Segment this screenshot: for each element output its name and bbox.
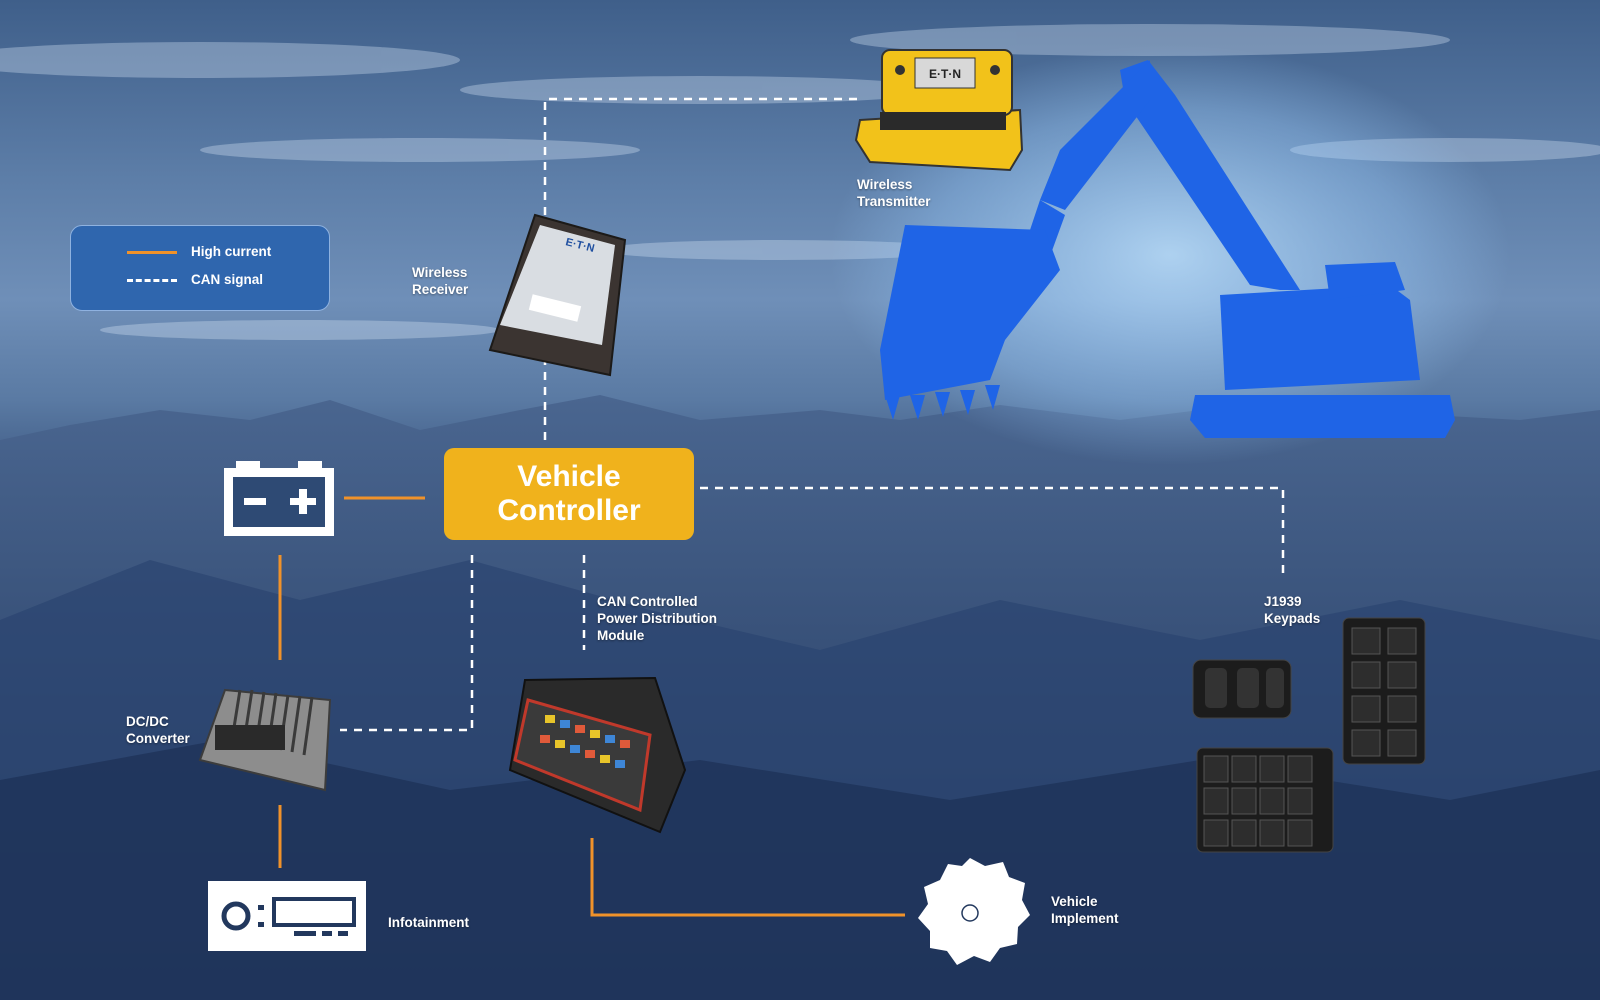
- legend: High current CAN signal: [70, 225, 330, 311]
- label-dcdc-converter: DC/DC Converter: [126, 714, 190, 746]
- label-vehicle-implement: Vehicle Implement: [1051, 894, 1119, 926]
- legend-high-current: High current: [127, 242, 327, 262]
- legend-swatch-solid: [127, 251, 177, 254]
- transmitter-brand: E·T·N: [929, 67, 961, 81]
- legend-swatch-dashed: [127, 279, 177, 282]
- vehicle-controller-box: Vehicle Controller: [444, 448, 694, 540]
- label-j1939-keypads: J1939 Keypads: [1264, 594, 1321, 626]
- label-infotainment: Infotainment: [388, 915, 469, 930]
- label-can-pdm: CAN Controlled Power Distribution Module: [597, 594, 718, 643]
- can-line-to-dcdc: [340, 555, 474, 732]
- legend-label-can-signal: CAN signal: [191, 272, 264, 287]
- legend-can-signal: CAN signal: [127, 270, 327, 290]
- legend-label-high-current: High current: [191, 244, 272, 259]
- power-line-pdm-implement: [590, 838, 905, 917]
- radio-icon: [208, 881, 366, 951]
- label-wireless-receiver: Wireless Receiver: [412, 265, 469, 297]
- vehicle-controller-label: Vehicle Controller: [497, 460, 641, 527]
- label-wireless-transmitter: Wireless Transmitter: [857, 177, 931, 209]
